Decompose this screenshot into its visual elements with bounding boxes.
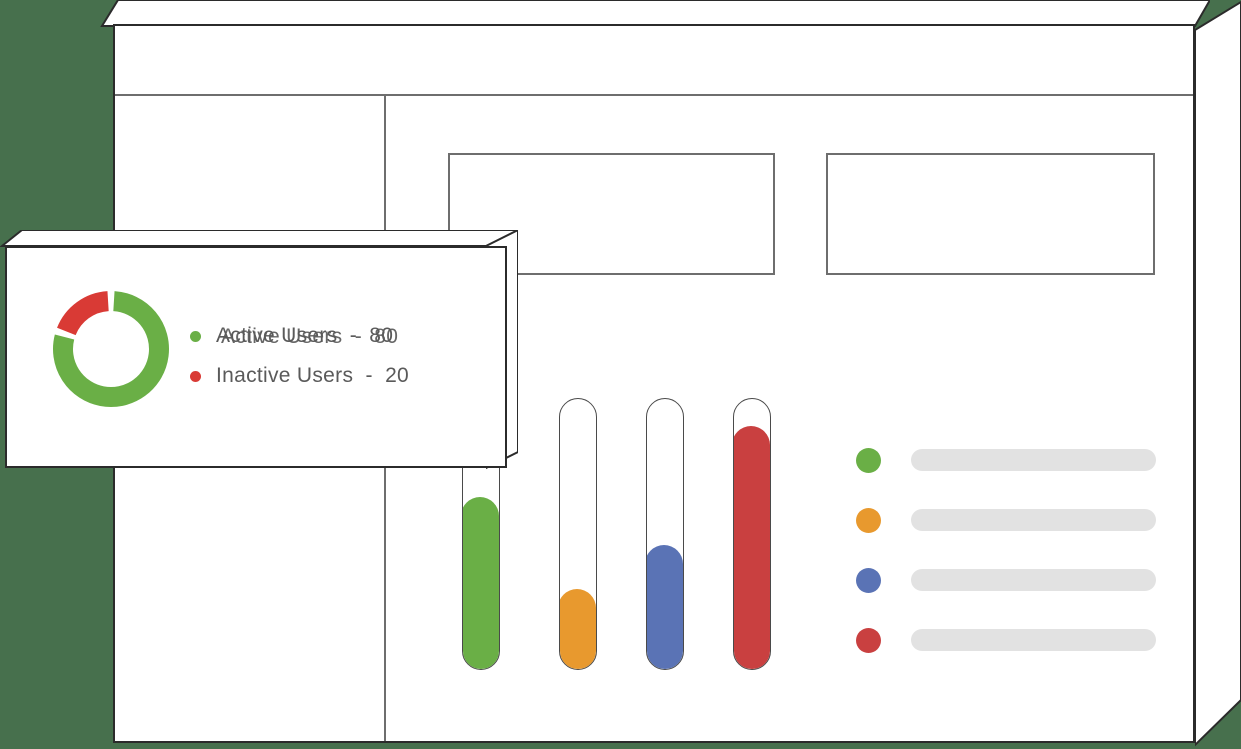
placeholder-bar xyxy=(911,509,1156,531)
donut-card-body xyxy=(5,246,507,468)
window-top-face xyxy=(100,0,1210,27)
donut-chart[interactable] xyxy=(45,283,177,415)
bar-track-orange[interactable] xyxy=(559,398,597,670)
legend-list xyxy=(856,430,1156,670)
placeholder-bar xyxy=(911,449,1156,471)
donut-segment-inactive-users xyxy=(57,291,110,336)
placeholder-bar xyxy=(911,569,1156,591)
bullet-dot-icon xyxy=(856,447,881,473)
inactive-users-dot-icon xyxy=(190,370,201,382)
bar-track-red[interactable] xyxy=(733,398,771,670)
donut-legend-row-inactive[interactable]: Inactive Users - 20 xyxy=(190,356,409,396)
bullet-dot-icon xyxy=(856,567,881,593)
bullet-dot-icon xyxy=(856,507,881,533)
bar-fill-green xyxy=(463,496,499,669)
bullet-dot-icon xyxy=(856,627,881,653)
bar-track-blue[interactable] xyxy=(646,398,684,670)
active-users-label-duplicate: Active Users - 80 xyxy=(221,325,399,348)
donut-segment-active-users xyxy=(53,291,169,407)
bar-fill-orange xyxy=(560,589,596,669)
panel-b[interactable] xyxy=(826,153,1155,275)
list-item[interactable] xyxy=(856,430,1156,490)
list-item[interactable] xyxy=(856,490,1156,550)
donut-chart-svg xyxy=(53,291,169,407)
list-item[interactable] xyxy=(856,550,1156,610)
bar-fill-red xyxy=(734,425,770,669)
window-header-divider xyxy=(115,94,1193,96)
active-users-dot-icon xyxy=(190,330,201,342)
placeholder-bar xyxy=(911,629,1156,651)
inactive-users-label: Inactive Users - 20 xyxy=(216,364,410,387)
window-right-face xyxy=(1195,0,1241,747)
list-item[interactable] xyxy=(856,610,1156,670)
bar-fill-blue xyxy=(647,545,683,669)
